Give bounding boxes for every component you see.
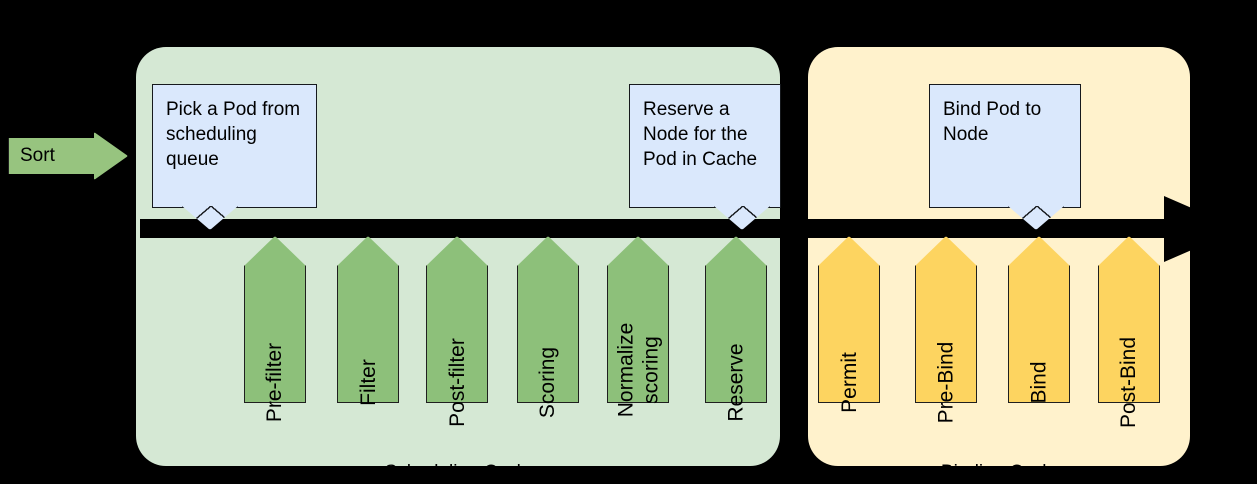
binding-cycle-label: Binding Cycle bbox=[940, 462, 1058, 483]
stage-arrow-filter: Filter bbox=[337, 236, 399, 406]
stage-label-post-bind: Post-Bind bbox=[1117, 336, 1141, 429]
stage-arrow-text-wrap: Post-filter bbox=[426, 236, 488, 427]
stage-arrow-scoring: Scoring bbox=[517, 236, 579, 418]
stage-arrow-post-filter: Post-filter bbox=[426, 236, 488, 427]
stage-arrow-text-wrap: Bind bbox=[1008, 236, 1070, 403]
stage-label-reserve: Reserve bbox=[724, 343, 748, 422]
main-flow-arrowhead-icon bbox=[1164, 196, 1240, 262]
stage-arrow-text-wrap: Pre-filter bbox=[244, 236, 306, 422]
stage-arrow-shape bbox=[1098, 236, 1160, 403]
stage-arrow-shape bbox=[1008, 236, 1070, 403]
stage-label-permit: Permit bbox=[837, 352, 861, 413]
callout-bind-pod-text: Bind Pod to Node bbox=[943, 99, 1042, 145]
stage-arrow-normalize-scoring: Normalize scoring bbox=[607, 236, 669, 418]
stage-arrow-text-wrap: Post-Bind bbox=[1098, 236, 1160, 428]
stage-arrow-post-bind: Post-Bind bbox=[1098, 236, 1160, 428]
sort-label: Sort bbox=[20, 145, 55, 166]
callout-bind-pod: Bind Pod to Node bbox=[929, 84, 1081, 230]
stage-arrow-permit: Permit bbox=[818, 236, 880, 413]
callout-pick-pod: Pick a Pod from scheduling queue bbox=[152, 84, 317, 230]
stage-arrow-bind: Bind bbox=[1008, 236, 1070, 404]
stage-arrow-pre-bind: Pre-Bind bbox=[915, 236, 977, 424]
stage-label-pre-bind: Pre-Bind bbox=[934, 341, 958, 424]
stage-arrow-text-wrap: Scoring bbox=[517, 236, 579, 418]
stage-arrow-text-wrap: Filter bbox=[337, 236, 399, 406]
stage-arrow-shape bbox=[517, 236, 579, 403]
stage-arrow-pre-filter: Pre-filter bbox=[244, 236, 306, 422]
stage-arrow-shape bbox=[705, 236, 767, 403]
stage-arrow-text-wrap: Permit bbox=[818, 236, 880, 413]
stage-label-bind: Bind bbox=[1027, 361, 1051, 404]
stage-arrow-shape bbox=[337, 236, 399, 403]
callout-reserve-node: Reserve a Node for the Pod in Cache bbox=[629, 84, 781, 230]
stage-arrow-shape bbox=[818, 236, 880, 403]
stage-arrow-shape bbox=[244, 236, 306, 403]
main-flow-bar bbox=[140, 219, 1180, 238]
callout-reserve-node-text: Reserve a Node for the Pod in Cache bbox=[643, 99, 758, 170]
stage-label-filter: Filter bbox=[356, 359, 380, 406]
stage-label-normalize-scoring: Normalize scoring bbox=[614, 322, 662, 418]
stage-label-pre-filter: Pre-filter bbox=[263, 342, 287, 423]
stage-arrow-shape bbox=[915, 236, 977, 403]
stage-label-post-filter: Post-filter bbox=[445, 338, 469, 427]
scheduling-cycle-label: Scheduling Cycle bbox=[384, 462, 532, 483]
callout-pick-pod-text: Pick a Pod from scheduling queue bbox=[166, 99, 301, 170]
stage-arrow-text-wrap: Reserve bbox=[705, 236, 767, 421]
stage-arrow-shape bbox=[426, 236, 488, 403]
stage-label-scoring: Scoring bbox=[536, 346, 560, 419]
stage-arrow-text-wrap: Pre-Bind bbox=[915, 236, 977, 424]
sort-stage-arrow: Sort bbox=[8, 132, 128, 180]
stage-arrow-text-wrap: Normalize scoring bbox=[607, 236, 669, 418]
stage-arrow-shape bbox=[607, 236, 669, 403]
stage-arrow-reserve: Reserve bbox=[705, 236, 767, 422]
